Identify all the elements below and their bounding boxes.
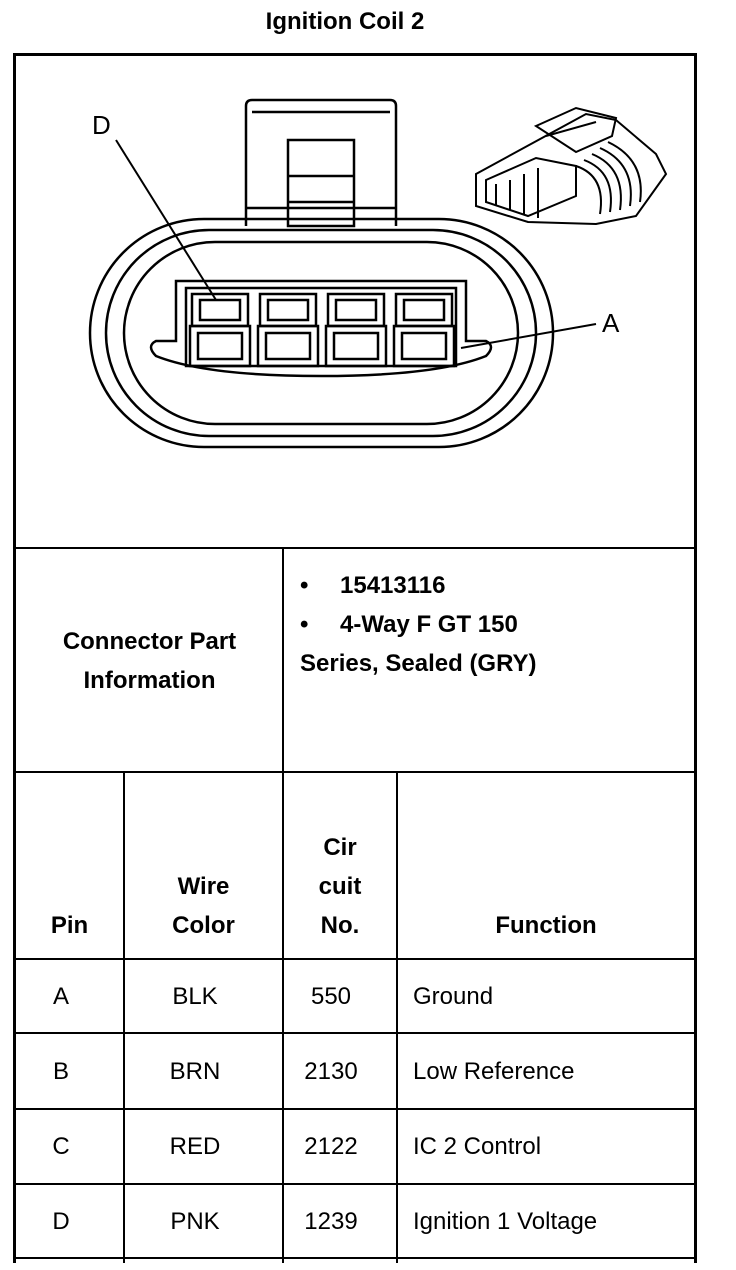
divider	[13, 1183, 697, 1185]
connector-type-item: •4-Way F GT 150	[300, 611, 518, 638]
connector-part-info: •15413116 •4-Way F GT 150 Series, Sealed…	[300, 566, 690, 683]
header-circuit: Cir cuit No.	[318, 834, 362, 939]
function-cell: Ignition 1 Voltage	[413, 1208, 598, 1235]
circuit-cell: 1239	[304, 1208, 358, 1235]
divider	[123, 771, 125, 1263]
wire-color-cell: BLK	[172, 983, 218, 1010]
connector-series: Series, Sealed (GRY)	[300, 650, 537, 677]
divider	[396, 771, 398, 1263]
terminal-cavities	[188, 292, 456, 368]
pin-a-label: A	[602, 308, 620, 338]
divider	[13, 958, 697, 960]
pin-d-label: D	[92, 110, 111, 140]
function-cell: Low Reference	[413, 1058, 575, 1085]
pin-cell: B	[52, 1058, 69, 1085]
header-function: Function	[495, 912, 597, 939]
pin-cell: A	[52, 983, 69, 1010]
divider	[13, 547, 697, 549]
divider	[13, 1032, 697, 1034]
function-cell: Ground	[413, 983, 494, 1010]
connector-type: 4-Way F GT 150	[340, 611, 518, 638]
divider	[13, 1108, 697, 1110]
wire-color-cell: BRN	[169, 1058, 221, 1085]
connector-part-label: Connector Part Information	[62, 628, 237, 694]
table-frame	[13, 53, 697, 1263]
wire-color-cell: RED	[169, 1133, 221, 1160]
part-number: 15413116	[340, 572, 446, 599]
part-number-item: •15413116	[300, 572, 446, 599]
connector-diagram: D A	[88, 98, 668, 449]
circuit-cell: 2122	[304, 1133, 358, 1160]
divider	[13, 771, 697, 773]
pin-cell: D	[52, 1208, 70, 1235]
wire-color-cell: PNK	[170, 1208, 220, 1235]
page-title: Ignition Coil 2	[265, 8, 425, 35]
function-cell: IC 2 Control	[413, 1133, 542, 1160]
header-pin: Pin	[50, 912, 89, 939]
circuit-cell: 2130	[304, 1058, 358, 1085]
divider	[282, 547, 284, 1263]
pin-cell: C	[52, 1133, 70, 1160]
divider	[13, 1257, 697, 1259]
header-wire-color: Wire Color	[172, 873, 235, 939]
connector-thumbnail	[475, 106, 668, 226]
circuit-cell: 550	[310, 983, 352, 1010]
